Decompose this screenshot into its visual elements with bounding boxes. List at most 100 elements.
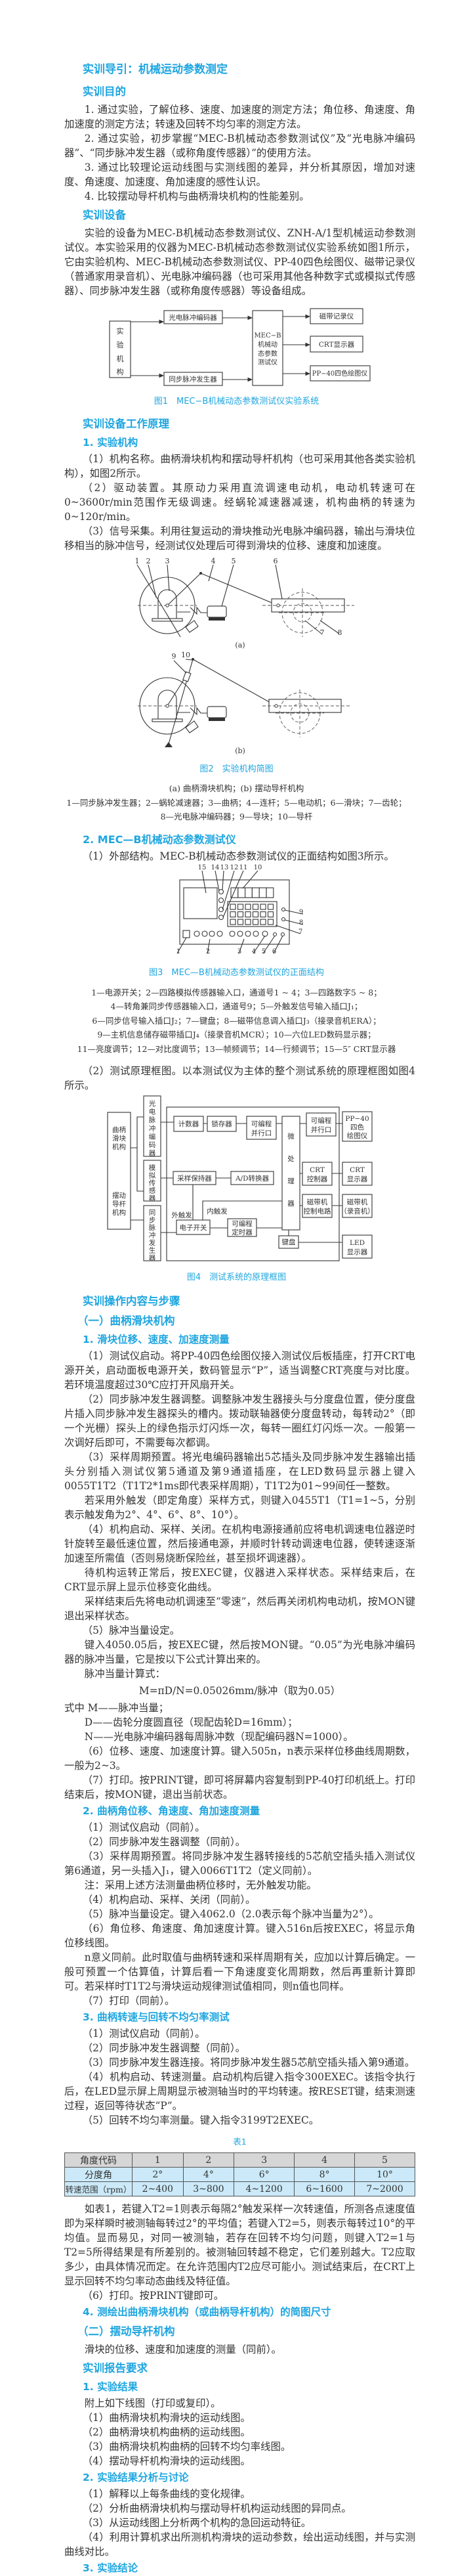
key: [230, 903, 236, 910]
purpose-item: 4. 比较摆动导杆机构与曲柄滑块机构的性能差别。: [84, 190, 310, 202]
key: [245, 918, 251, 925]
block-label: 并行口: [251, 1129, 272, 1137]
figure-3-legend: 11—亮度调节；12—对比度调节；13—帧频调节；14—行频调节；15—5″ C…: [77, 1043, 396, 1054]
key: [252, 911, 259, 917]
subheading-crank-angle: 2. 曲柄角位移、角速度、角加速度测量: [83, 1805, 260, 1817]
block-label: 四色: [350, 1123, 364, 1131]
input-port: [262, 930, 268, 937]
block-mech_top: [107, 1112, 131, 1230]
figure-3-legend: 1—电源开关；2—四路模拟传感器输入口，通道号1 ~ 4；3—四路数字5 ~ 8…: [91, 987, 382, 997]
subheading-crank-slider: （一）曲柄滑块机构: [77, 1315, 175, 1327]
table-1-caption: 表1: [233, 2137, 247, 2147]
step-text: 键入4050.05后，按EXEC键，然后按MON键。“0.05”为光电脉冲编码器…: [64, 1639, 415, 1665]
table-cell: 6~1600: [294, 2181, 356, 2196]
step-text: （5）脉冲当量设定。键入4062.0（2.0表示每个脉冲当量为2°）。: [82, 1908, 379, 1920]
report-item: （4）摆动导杆机构滑块的运动线图。: [82, 2455, 251, 2467]
step-text: 滑块的位移、速度和加速度的测量（同前）。: [84, 2344, 281, 2355]
input-port: [245, 930, 251, 937]
table-cell: 分度角: [64, 2167, 133, 2182]
section-heading-equipment: 实训设备: [83, 209, 126, 221]
step-text: 若采用外触发（即定角度）采样方式，则键入0455T1（T1=1~5，分别表示触发…: [64, 1495, 415, 1521]
block-encoder: [143, 1095, 161, 1157]
report-item: （3）从运动线图上分析两个机构的急回运动特征。: [82, 2517, 312, 2529]
box-label: 态参数: [258, 349, 278, 358]
step-text: （5）脉冲当量设定。: [82, 1625, 180, 1636]
step-text: （2）同步脉冲发生器调整（同前）。: [82, 2042, 246, 2054]
table-cell: 4: [294, 2152, 356, 2168]
table-cell: 3~800: [182, 2181, 235, 2196]
tester-block-diagram-text: （2）测试原理框图。以本测试仪为主体的整个测试系统的原理框图如图4所示。: [64, 1065, 415, 1091]
subheading-analysis: 2. 实验结果分析与讨论: [83, 2472, 189, 2483]
block-crtctl: [302, 1162, 333, 1186]
block-adc: [230, 1171, 274, 1185]
panel-label: 6: [272, 948, 276, 955]
key: [252, 918, 259, 925]
box-label: 验: [117, 340, 124, 349]
panel-label: 10: [254, 864, 262, 871]
subfigure-label: (b): [235, 747, 245, 755]
block-label: 曲柄: [112, 1125, 126, 1134]
step-text: 待机构运转正常后，按EXEC键，仪器进入采样状态。采样结束后，在CRT显示屏上显…: [64, 1567, 415, 1593]
block-label: 感: [149, 1187, 156, 1195]
panel-label: 2: [206, 948, 210, 955]
table-cell: 6°: [234, 2167, 295, 2182]
block-label: 微: [287, 1132, 295, 1141]
led-digit: [245, 886, 253, 898]
table-cell: 10°: [354, 2167, 415, 2182]
box-label: 实: [117, 326, 124, 336]
block-label: 处: [287, 1155, 295, 1163]
part-label: 6: [274, 557, 278, 565]
subheading-sketch-dimensions: 4. 测绘出曲柄滑块机构（或曲柄导杆机构）的简图尺寸: [83, 2306, 331, 2318]
table-cell: 2~400: [132, 2181, 184, 2196]
block-timer: [227, 1218, 257, 1237]
figure-1-system-diagram: 实 验 机 构 光电脉冲编码器 同步脉冲发生器 MEC−B 机械动 态参数 测试…: [109, 308, 371, 386]
section-heading-principle: 实训设备工作原理: [83, 418, 169, 430]
panel-label: 14: [211, 864, 220, 871]
report-item: （1）解释以上每条曲线的变化规律。: [82, 2488, 251, 2500]
subheading-mechanism: 1. 实验机构: [83, 437, 138, 448]
box-tester: [252, 310, 283, 386]
panel-label: 12: [230, 864, 239, 871]
block-label: 步: [149, 1217, 156, 1225]
block-label: 导杆: [112, 1200, 126, 1208]
power-switch: [182, 929, 190, 938]
block-label: 理: [287, 1177, 295, 1185]
block-led: [342, 1234, 373, 1259]
formula-where: D——齿轮分度圆直径（现配齿轮D=16mm）；: [84, 1716, 298, 1728]
figure-2-mechanism-diagram: 1 2 3 4 5 6 7 8 (a): [135, 557, 354, 755]
step-text: （7）打印。按PRINT键，即可将屏幕内容复制到PP-40打印机纸上。打印结束后…: [64, 1774, 415, 1801]
pulse-equivalent-formula: M=πD/N=0.05026mm/脉冲（取为0.05）: [138, 1685, 341, 1697]
tester-external-structure: （1）外部结构。MEC-B机械动态参数测试仪的正面结构如图3所示。: [82, 850, 394, 862]
mechanism-item: （3）信号采集。利用往复运动的滑块推动光电脉冲编码器，输出与滑块位移相当的脉冲信…: [64, 525, 415, 552]
input-port: [216, 930, 223, 937]
block-label: 生: [149, 1246, 156, 1255]
block-label: 拟: [149, 1171, 156, 1180]
panel-label: 1: [176, 948, 180, 955]
equipment-text: 实验的设备为MEC-B机械动态参数测试仪、ZNH-A/1型机械运动参数测试仪。本…: [64, 227, 415, 297]
part-label: 4: [211, 557, 216, 565]
block-label: 控制电路: [304, 1207, 331, 1215]
figure-2-legend: 8—光电脉冲编码器；9—导块；10—导杆: [160, 812, 313, 821]
block-label: 显示器: [347, 1248, 368, 1256]
block-label: 摆动: [112, 1191, 126, 1200]
step-text: （5）回转不均匀率测量。键入指令3199T2EXEC。: [82, 2114, 319, 2126]
block-label: （录音机）: [340, 1207, 375, 1215]
figure-3-legend: 9—主机信息储存磁带插口J₄（接录音机MCR）；10—六位LED数码显示器；: [97, 1030, 376, 1039]
block-label: 并行口: [311, 1125, 332, 1134]
box-label: 测试仪: [258, 358, 278, 366]
block-label: 发: [149, 1238, 156, 1247]
block-keyboard: [278, 1235, 299, 1249]
figure-2-legend: (a) 曲柄滑块机构；(b) 摆动导杆机构: [169, 783, 304, 793]
report-item: （4）利用计算机求出所测机构滑块的运动参数，绘出运动线图，并与实测曲线对比。: [64, 2531, 415, 2558]
report-item: （2）分析曲柄滑块机构与摆动导杆机构运动线图的异同点。: [82, 2502, 352, 2514]
block-label: 同: [149, 1209, 156, 1217]
subheading-results: 1. 实验结果: [83, 2381, 138, 2393]
angle-code-table: 角度代码 1 2 3 4 5 分度角 2° 4° 6° 8° 10° 转速范围（…: [64, 2152, 415, 2196]
block-label: 电子开关: [180, 1223, 207, 1232]
step-text: （4）机构启动、转速测量。启动机构后键入指令300EXEC。该指令执行后，在LE…: [64, 2071, 415, 2112]
box-label: 机: [117, 354, 124, 363]
block-label: 磁带机: [347, 1198, 368, 1206]
part-label: 10: [181, 651, 190, 659]
table-cell: 1: [132, 2152, 184, 2168]
